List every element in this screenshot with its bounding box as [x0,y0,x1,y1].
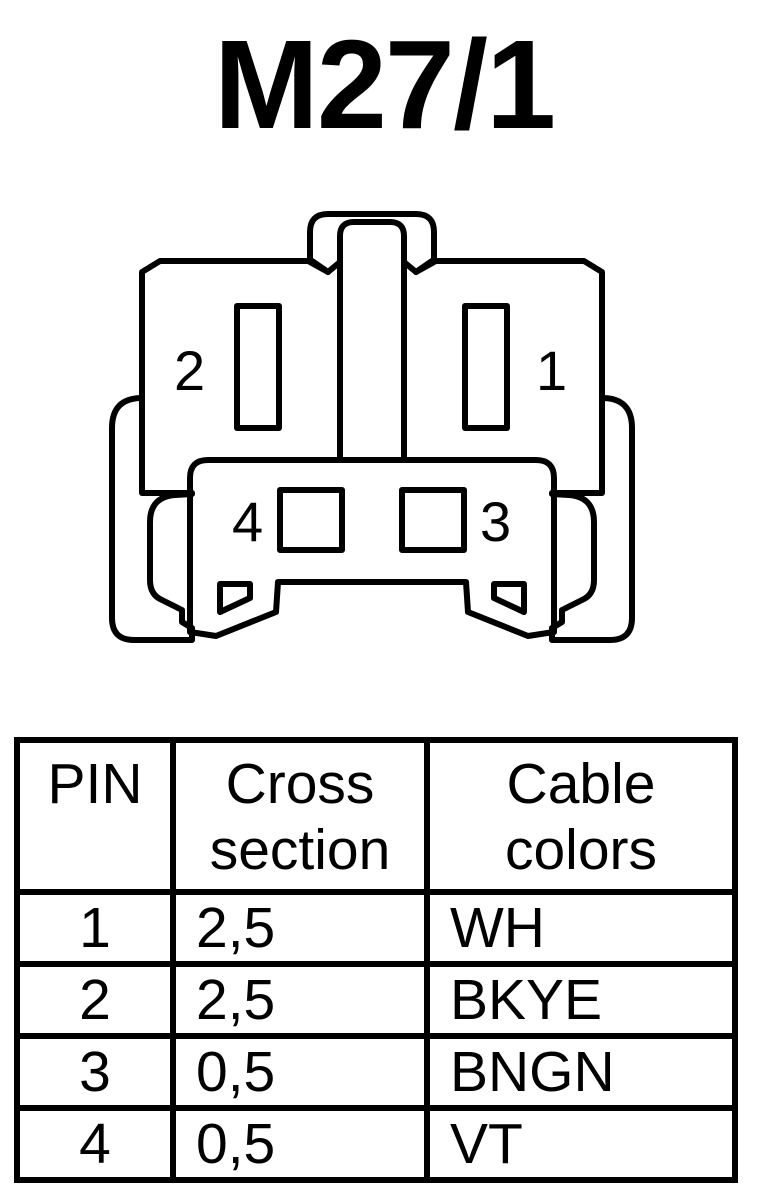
page-title: M27/1 [213,14,556,155]
table-row: 1 2,5 WH [14,889,738,967]
table-row: 2 2,5 BKYE [14,961,738,1039]
pin-cavity-3 [399,487,467,553]
connector-latch-inner [337,219,407,265]
pin-label-1: 1 [536,339,567,402]
pin-label-3: 3 [480,490,511,553]
cell-pin: 2 [14,961,176,1039]
pin-cavity-4 [277,487,345,553]
pin-cavity-2 [234,303,282,431]
cell-cross-section: 0,5 [170,1033,430,1111]
connector-right-bracket [549,395,635,643]
pin-cavity-1 [462,303,510,431]
coding-key-right [491,581,527,615]
cell-cross-section: 2,5 [170,889,430,967]
pin-label-4: 4 [232,490,263,553]
connector-diagram: 2 1 4 3 [109,211,635,643]
pin-label-2: 2 [174,339,205,402]
header-pin: PIN [14,737,176,895]
header-cross-section: Cross section [170,737,430,895]
table-header-row: PIN Cross section Cable colors [14,737,738,895]
connector-left-bracket [109,395,195,643]
cell-cross-section: 0,5 [170,1105,430,1183]
cell-cable-color: VT [424,1105,738,1183]
table-row: 3 0,5 BNGN [14,1033,738,1111]
cell-pin: 4 [14,1105,176,1183]
header-cable-colors: Cable colors [424,737,738,895]
table-row: 4 0,5 VT [14,1105,738,1183]
connector-lower-block [187,457,557,639]
coding-key-left [217,581,253,615]
cell-cable-color: BNGN [424,1033,738,1111]
pin-assignment-table: PIN Cross section Cable colors 1 2,5 WH … [14,737,738,1183]
connector-latch [307,211,437,275]
cell-pin: 3 [14,1033,176,1111]
cell-cable-color: BKYE [424,961,738,1039]
cell-pin: 1 [14,889,176,967]
cell-cross-section: 2,5 [170,961,430,1039]
cell-cable-color: WH [424,889,738,967]
